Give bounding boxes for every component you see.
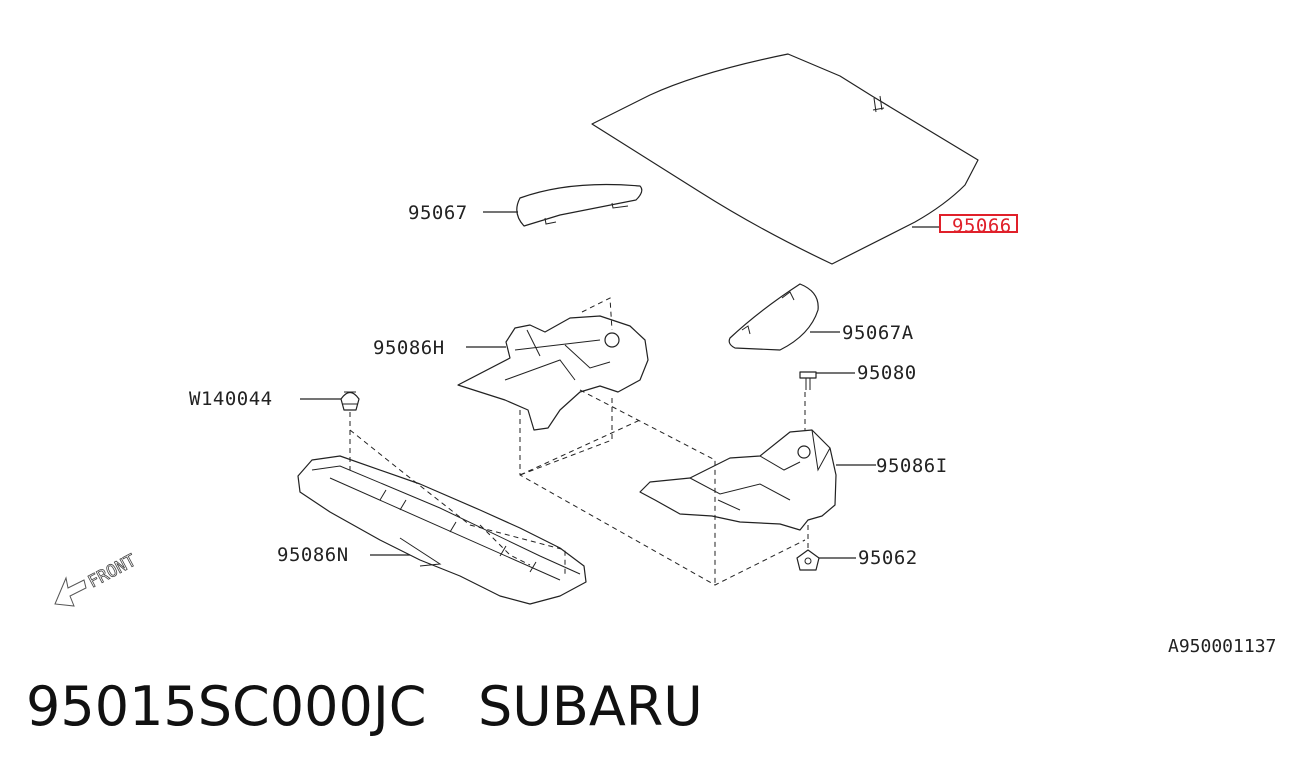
label-w140044[interactable]: W140044 [189,388,273,410]
support-block-95086i[interactable] [639,429,837,531]
label-95067a[interactable]: 95067A [842,322,914,344]
label-95062[interactable]: 95062 [858,547,918,569]
trim-cover-95067[interactable] [516,183,643,227]
front-arrow: FRONT [54,550,140,607]
trunk-mat-95066[interactable] [591,53,979,265]
label-95067[interactable]: 95067 [408,202,468,224]
leader-lines [300,211,940,559]
label-95066[interactable]: 95066 [952,215,1012,237]
trim-cover-95067a[interactable] [728,283,819,351]
clip-w140044[interactable] [340,391,360,411]
assembly-guides [349,297,809,586]
footer-part-number: 95015SC000JC [26,675,427,738]
sill-plate-95086n[interactable] [297,455,587,605]
highlight-box [939,214,1018,233]
diagram-reference: A950001137 [1168,636,1276,657]
footer-title: 95015SC000JC SUBARU [26,680,703,734]
support-block-95086h[interactable] [457,315,649,431]
label-95086h[interactable]: 95086H [373,337,445,359]
label-95086n[interactable]: 95086N [277,544,349,566]
label-95080[interactable]: 95080 [857,362,917,384]
front-label: FRONT [85,551,140,593]
footer-brand: SUBARU [477,675,703,738]
label-95086i[interactable]: 95086I [876,455,948,477]
nut-95062[interactable] [796,549,820,571]
pin-95080[interactable] [799,371,817,390]
